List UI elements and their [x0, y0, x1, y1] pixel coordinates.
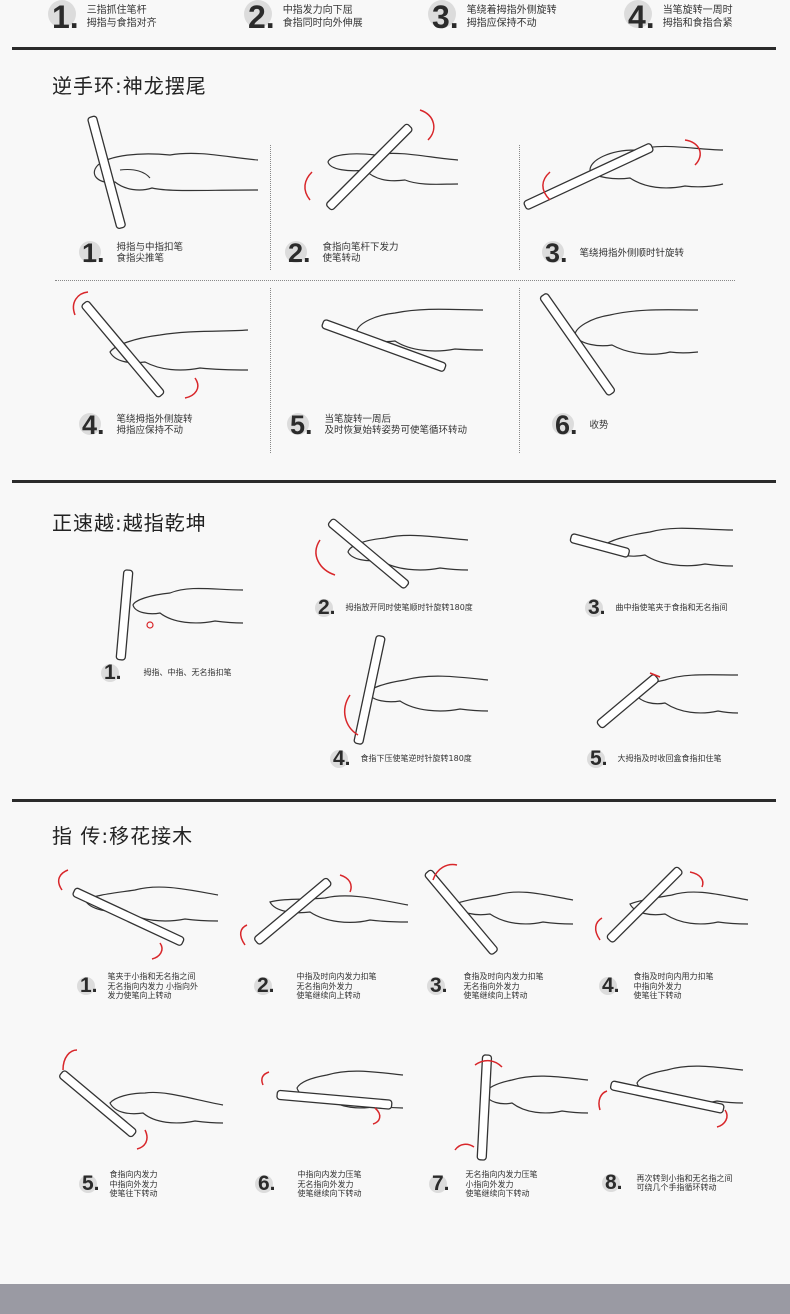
- hand-pen-illustration: [80, 110, 260, 235]
- footer-bar: [0, 1284, 790, 1314]
- step-caption: 4. 食指及时向内用力扣笔中指向外发力使笔往下转动: [602, 972, 714, 1001]
- step-number-badge: 5.: [290, 412, 313, 438]
- step-caption: 3. 曲中指使笔夹于食指和无名指间: [588, 597, 728, 619]
- step-number-badge: 3.: [588, 597, 606, 619]
- hand-pen-illustration: [50, 865, 220, 960]
- top-step-text: 当笔旋转一周时拇指和食指合紧: [663, 4, 733, 30]
- step-number-badge: 2.: [318, 597, 336, 619]
- top-step-3: 3. 笔绕着拇指外侧旋转拇指应保持不动: [432, 0, 557, 34]
- hand-pen-illustration: [330, 635, 490, 745]
- step-number-badge: 4.: [333, 748, 351, 770]
- step-caption: 1. 拇指、中指、无名指扣笔: [104, 662, 232, 684]
- step-caption: 2. 食指向笔杆下发力使笔转动: [288, 240, 399, 266]
- step-number-badge: 6.: [555, 412, 578, 438]
- step-caption: 1. 笔夹于小指和无名指之间无名指向内发力 小指向外发力使笔向上转动: [80, 972, 198, 1001]
- section-title: 正速越:越指乾坤: [52, 507, 207, 536]
- hand-pen-illustration: [600, 665, 740, 735]
- hand-pen-illustration: [590, 860, 750, 955]
- hand-pen-illustration: [255, 1060, 405, 1130]
- top-step-text: 笔绕着拇指外侧旋转拇指应保持不动: [467, 4, 557, 30]
- hand-pen-illustration: [450, 1055, 590, 1155]
- step-number-badge: 6.: [258, 1173, 276, 1195]
- top-step-4: 4. 当笔旋转一周时拇指和食指合紧: [628, 0, 733, 34]
- step-caption: 4. 笔绕拇指外侧旋转拇指应保持不动: [82, 412, 193, 438]
- step-number-badge: 1.: [52, 2, 79, 32]
- step-caption: 8. 再次转到小指和无名指之间可绕几个手指循环转动: [605, 1172, 733, 1194]
- top-step-text: 中指发力向下屈食指同时向外伸展: [283, 4, 363, 30]
- step-caption: 5. 食指向内发力中指向外发力使笔往下转动: [82, 1170, 158, 1199]
- section-divider: [12, 799, 776, 802]
- hand-pen-illustration: [95, 565, 245, 660]
- step-caption: 2. 拇指放开同时使笔顺时针旋转180度: [318, 597, 473, 619]
- section-divider: [12, 47, 776, 50]
- section-title: 逆手环:神龙摆尾: [52, 70, 207, 99]
- hand-pen-illustration: [575, 520, 735, 580]
- step-number-badge: 1.: [104, 662, 122, 684]
- step-number-badge: 3.: [430, 975, 448, 997]
- grid-divider: [519, 288, 520, 453]
- step-number-badge: 1.: [80, 975, 98, 997]
- step-caption: 3. 食指及时向内发力扣笔无名指向外发力使笔继续向上转动: [430, 972, 544, 1001]
- step-number-badge: 4.: [602, 975, 620, 997]
- grid-divider: [270, 145, 271, 270]
- hand-pen-illustration: [290, 100, 460, 225]
- step-caption: 7. 无名指向内发力压笔小指向外发力使笔继续向下转动: [432, 1170, 538, 1199]
- section-divider: [12, 480, 776, 483]
- step-caption: 5. 当笔旋转一周后及时恢复始转姿势可使笔循环转动: [290, 412, 467, 438]
- step-number-badge: 8.: [605, 1172, 623, 1194]
- top-step-text: 三指抓住笔杆拇指与食指对齐: [87, 4, 157, 30]
- step-number-badge: 2.: [257, 975, 275, 997]
- grid-divider: [55, 280, 735, 281]
- top-step-2: 2. 中指发力向下屈食指同时向外伸展: [248, 0, 363, 34]
- step-number-badge: 1.: [82, 240, 105, 266]
- hand-pen-illustration: [55, 1045, 225, 1155]
- section-title: 指 传:移花接木: [52, 820, 193, 849]
- hand-pen-illustration: [235, 870, 410, 955]
- grid-divider: [519, 145, 520, 270]
- grid-divider: [270, 288, 271, 453]
- step-number-badge: 2.: [288, 240, 311, 266]
- hand-pen-illustration: [540, 290, 700, 400]
- hand-pen-illustration: [535, 120, 725, 230]
- step-number-badge: 4.: [82, 412, 105, 438]
- step-number-badge: 3.: [432, 2, 459, 32]
- step-number-badge: 7.: [432, 1173, 450, 1195]
- step-caption: 1. 拇指与中指扣笔食指尖推笔: [82, 240, 183, 266]
- hand-pen-illustration: [595, 1055, 745, 1145]
- step-caption: 6. 中指向内发力压笔无名指向外发力使笔继续向下转动: [258, 1170, 362, 1199]
- step-number-badge: 4.: [628, 2, 655, 32]
- step-caption: 2. 中指及时向内发力扣笔无名指向外发力使笔继续向上转动: [257, 972, 377, 1001]
- step-caption: 4. 食指下压使笔逆时针旋转180度: [333, 748, 472, 770]
- hand-pen-illustration: [310, 510, 470, 595]
- step-caption: 3. 笔绕拇指外侧顺时针旋转: [545, 240, 684, 266]
- hand-pen-illustration: [305, 295, 485, 375]
- step-number-badge: 5.: [82, 1173, 100, 1195]
- top-step-1: 1. 三指抓住笔杆拇指与食指对齐: [52, 0, 157, 34]
- step-caption: 6. 收势: [555, 412, 609, 438]
- hand-pen-illustration: [60, 290, 250, 400]
- step-number-badge: 2.: [248, 2, 275, 32]
- hand-pen-illustration: [425, 860, 575, 955]
- step-caption: 5. 大拇指及时收回盒食指扣住笔: [590, 748, 722, 770]
- step-number-badge: 5.: [590, 748, 608, 770]
- step-number-badge: 3.: [545, 240, 568, 266]
